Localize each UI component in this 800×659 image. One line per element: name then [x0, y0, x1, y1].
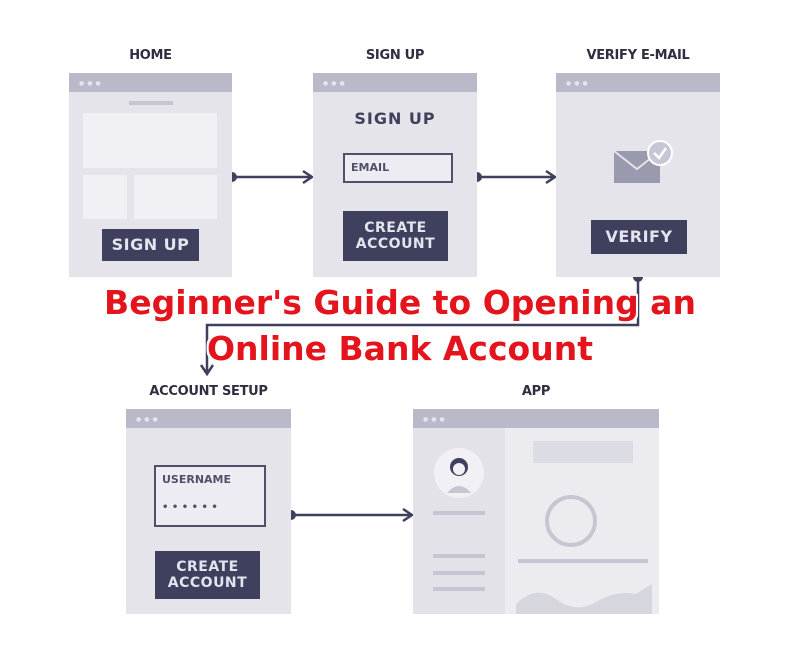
- arrow-signup-verify: [477, 169, 558, 185]
- verify-label: VERIFY E-MAIL: [586, 48, 690, 63]
- email-field[interactable]: EMAIL: [343, 153, 453, 183]
- overlay-title-line2: Online Bank Account: [207, 329, 593, 368]
- button-text: ACCOUNT: [355, 236, 436, 252]
- app-label: APP: [521, 384, 551, 399]
- envelope-check-icon: [613, 140, 673, 183]
- username-field[interactable]: USERNAME • • • • • •: [154, 465, 266, 527]
- signup-heading: SIGN UP: [354, 109, 436, 128]
- app-panel: ●●●: [413, 409, 659, 614]
- area-chart-icon: [516, 584, 652, 614]
- progress-ring-icon: [545, 495, 597, 547]
- verify-button[interactable]: VERIFY: [591, 220, 687, 254]
- home-signup-button[interactable]: SIGN UP: [102, 229, 199, 261]
- account-setup-label: ACCOUNT SETUP: [149, 384, 268, 399]
- verify-panel: ●●● VERIFY: [556, 73, 720, 277]
- home-panel: ●●● SIGN UP: [69, 73, 232, 277]
- arrow-verify-setup: [199, 277, 640, 377]
- avatar-icon: [434, 448, 484, 498]
- arrow-setup-app: [291, 507, 415, 523]
- home-label: HOME: [129, 48, 172, 63]
- overlay-title-line1: Beginner's Guide to Opening an: [104, 283, 696, 322]
- username-text: USERNAME: [162, 473, 232, 486]
- signup-label: SIGN UP: [365, 48, 425, 63]
- button-text: CREATE: [176, 559, 239, 575]
- button-text: CREATE: [364, 220, 427, 236]
- arrow-home-signup: [232, 169, 315, 185]
- button-text: ACCOUNT: [167, 575, 248, 591]
- password-dots: • • • • • •: [162, 502, 218, 513]
